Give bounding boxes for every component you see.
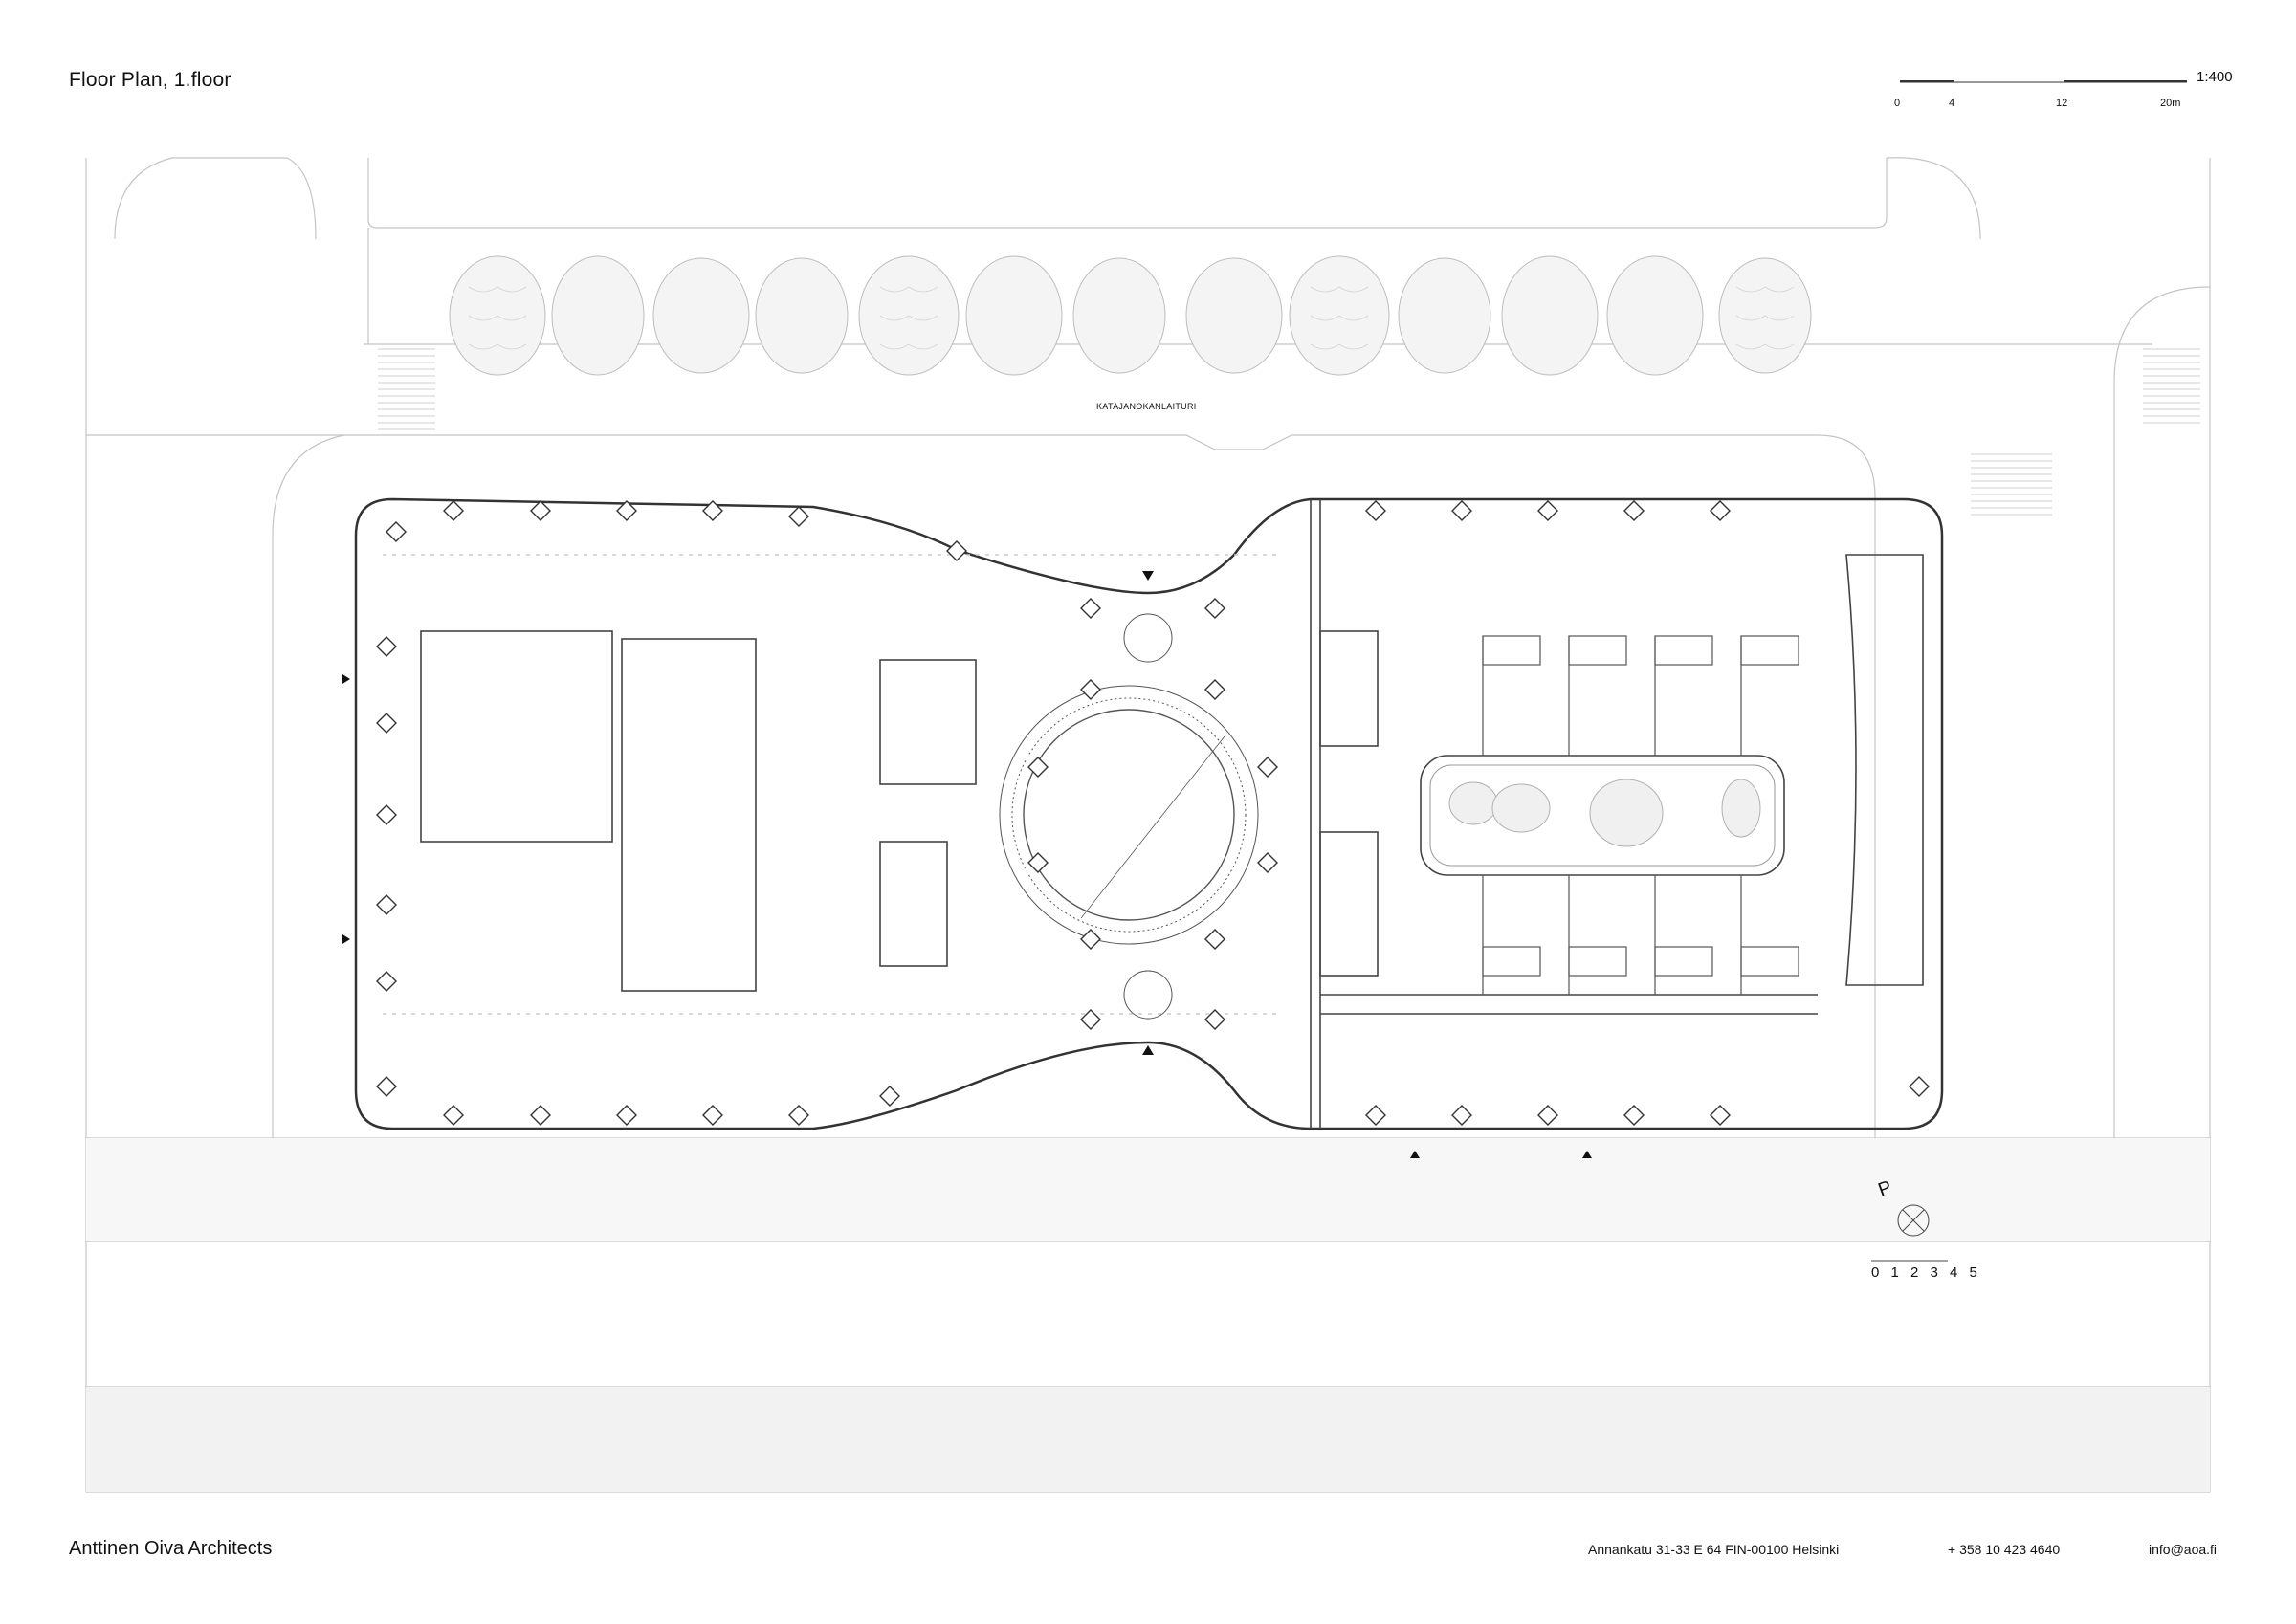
company-name: Anttinen Oiva Architects bbox=[69, 1538, 273, 1559]
sidewalk bbox=[86, 1138, 2210, 1241]
entrance-arrows bbox=[342, 571, 1592, 1158]
scale-tick-4: 4 bbox=[1949, 98, 1955, 109]
scale-bar bbox=[1900, 67, 2225, 115]
scale-tick-0: 0 bbox=[1894, 98, 1901, 109]
courtyard-trees bbox=[1448, 779, 1761, 847]
scale-tick-12: 12 bbox=[2056, 98, 2068, 109]
road bbox=[86, 1387, 2210, 1492]
north-arrow bbox=[1897, 1204, 1930, 1237]
mini-scale-label: 0 1 2 3 4 5 bbox=[1871, 1264, 1981, 1281]
page-title: Floor Plan, 1.floor bbox=[69, 69, 232, 91]
company-phone: + 358 10 423 4640 bbox=[1948, 1542, 2061, 1557]
tree-texture bbox=[468, 286, 1795, 350]
company-email: info@aoa.fi bbox=[2149, 1542, 2218, 1557]
street-label: KATAJANOKANLAITURI bbox=[1096, 402, 1197, 411]
rotunda bbox=[999, 613, 1259, 1020]
scale-tick-20m: 20m bbox=[2160, 98, 2181, 109]
scale-ratio: 1:400 bbox=[2197, 69, 2233, 85]
room-partitions bbox=[1482, 635, 1799, 995]
crosswalks bbox=[378, 348, 2200, 516]
company-address: Annankatu 31-33 E 64 FIN-00100 Helsinki bbox=[1588, 1542, 1840, 1557]
columns bbox=[376, 500, 1930, 1126]
building-outline bbox=[354, 497, 1944, 1130]
tree-row bbox=[449, 255, 1812, 376]
courtyard bbox=[1420, 755, 1785, 876]
